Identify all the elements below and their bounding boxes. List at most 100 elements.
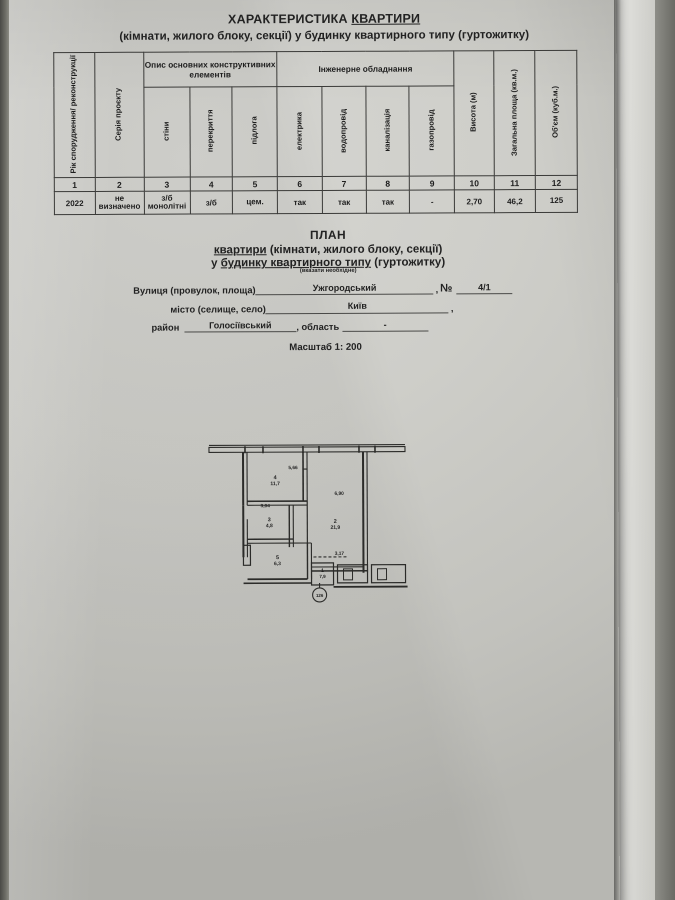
colnum-1: 1 <box>54 177 95 193</box>
scale-label: Масштаб 1: 200 <box>289 342 362 354</box>
room-label-5-id: 5 <box>276 555 279 561</box>
number-label: № <box>440 282 453 295</box>
address-row-street: Вулиця (провулок, площа) Ужгородський , … <box>133 282 617 296</box>
header-cell-water: водопровід <box>321 85 366 177</box>
plan-heading-line2-emphasis: квартири <box>213 244 267 257</box>
page-subtitle: (кімнати, жилого блоку, секції) у будинк… <box>119 29 530 43</box>
page-title-emphasis: КВАРТИРИ <box>351 11 421 26</box>
dimension-label-317: 3,17 <box>335 551 345 557</box>
cell-height: 2,70 <box>454 190 495 214</box>
cell-year: 2022 <box>54 191 95 216</box>
room-label-2-area: 21,9 <box>330 525 340 531</box>
address-row-district: район Голосіївський , область - <box>151 320 617 333</box>
balcony-right <box>370 564 407 584</box>
city-label: місто (селище, село) <box>170 304 266 315</box>
room-label-5-area: 6,3 <box>274 561 281 567</box>
cell-sewage: так <box>365 190 410 214</box>
entrance-door <box>242 545 252 567</box>
room-label-1-id: 1 <box>321 568 324 574</box>
colnum-4: 4 <box>189 177 233 192</box>
cell-gas: - <box>409 190 455 214</box>
cell-series: не визначено <box>94 191 145 215</box>
floor-plan-drawing: 4 11,7 3 4,8 2 21,9 5 6,3 1 7,9 5,66 6,9… <box>6 438 619 626</box>
room-label-2-id: 2 <box>334 519 337 525</box>
cell-electricity: так <box>277 190 323 215</box>
balcony-left-fixture <box>342 568 354 581</box>
header-cell-slab: перекриття <box>189 86 233 178</box>
cell-slab: з/б <box>189 191 233 215</box>
header-cell-volume: Об'єм (куб.м.) <box>535 50 578 176</box>
document-content: ХАРАКТЕРИСТИКА КВАРТИРИ (кімнати, жилого… <box>4 0 619 626</box>
plan-heading-line3-prefix: у <box>211 257 221 270</box>
plan-heading: ПЛАН квартири (кімнати, жилого блоку, се… <box>39 227 617 276</box>
cell-volume: 125 <box>535 189 578 213</box>
page-title: ХАРАКТЕРИСТИКА КВАРТИРИ <box>32 11 616 28</box>
page-gap-shadow <box>614 0 621 900</box>
characteristics-table: Рік спорудження/ реконструкції Серія про… <box>53 50 578 216</box>
cell-total-area: 46,2 <box>494 189 536 214</box>
colnum-11: 11 <box>493 175 536 191</box>
dimension-label-690: 6,90 <box>334 491 344 497</box>
colnum-9: 9 <box>409 176 455 191</box>
dimension-label-304: 3,04 <box>261 504 271 510</box>
city-comma: , <box>450 303 454 314</box>
table-header-row-groups: Рік спорудження/ реконструкції Серія про… <box>53 50 578 179</box>
window-top-mid <box>302 446 320 454</box>
header-group-engineering: Інженерне обладнання <box>276 50 455 87</box>
city-value[interactable]: Київ <box>265 301 449 315</box>
wall-room2-right <box>361 452 365 574</box>
plan-heading-line3-rest: (гуртожитку) <box>370 256 446 270</box>
window-top-right <box>358 446 376 454</box>
cell-floor: цем. <box>232 191 278 215</box>
header-cell-walls: стіни <box>143 86 190 178</box>
room1-outline <box>310 562 335 586</box>
header-cell-total-area: Загальна площа (кв.м.) <box>493 50 536 177</box>
entrance-marker-label: 126 <box>316 593 324 598</box>
address-row-city: місто (селище, село) Київ , <box>170 301 617 314</box>
region-value[interactable]: - <box>342 320 429 333</box>
colnum-6: 6 <box>277 176 323 192</box>
cell-water: так <box>322 190 367 214</box>
colnum-7: 7 <box>322 176 366 191</box>
street-label: Вулиця (провулок, площа) <box>133 285 256 297</box>
page-title-prefix: ХАРАКТЕРИСТИКА <box>228 11 352 27</box>
header-cell-electricity: електрика <box>276 86 323 178</box>
district-label: район <box>151 322 180 334</box>
balcony-left <box>336 564 369 584</box>
plan-heading-note: (вказати необхідне) <box>299 268 357 275</box>
street-value[interactable]: Ужгородський <box>255 283 434 296</box>
dimension-label-566: 5,66 <box>288 465 298 471</box>
number-value[interactable]: 4/1 <box>456 282 513 295</box>
plan-heading-line2-rest: (кімнати, жилого блоку, секції) <box>266 243 443 257</box>
floor-plan-svg: 4 11,7 3 4,8 2 21,9 5 6,3 1 7,9 5,66 6,9… <box>208 444 408 603</box>
colnum-2: 2 <box>94 177 144 192</box>
header-cell-year: Рік спорудження/ реконструкції <box>53 52 95 179</box>
header-cell-gas: газопровід <box>409 85 455 177</box>
room-label-3-area: 4,8 <box>266 524 273 530</box>
wall-top-edge <box>208 444 405 447</box>
region-label: , область <box>296 322 340 333</box>
table-row: 2022 не визначено з/б монолітні з/б цем.… <box>54 189 578 216</box>
balcony-right-fixture <box>376 568 388 581</box>
room-label-4-id: 4 <box>274 475 277 481</box>
header-cell-floor: підлога <box>232 86 278 178</box>
window-top-left <box>244 446 264 454</box>
colnum-10: 10 <box>454 176 495 191</box>
header-group-construction: Опис основних конструктивних елементів <box>143 51 277 87</box>
right-background-strip <box>655 0 675 900</box>
header-cell-sewage: каналізація <box>365 85 410 177</box>
wall-room2-right-inner <box>366 452 369 574</box>
document-page: ХАРАКТЕРИСТИКА КВАРТИРИ (кімнати, жилого… <box>3 0 621 900</box>
room-label-3-id: 3 <box>268 518 271 524</box>
header-cell-series: Серія проєкту <box>94 52 144 178</box>
plan-heading-line1: ПЛАН <box>310 228 347 243</box>
address-block: Вулиця (провулок, площа) Ужгородський , … <box>133 282 617 333</box>
room-label-1-area: 7,9 <box>319 574 326 579</box>
header-cell-height: Висота (м) <box>453 50 494 177</box>
district-value[interactable]: Голосіївський <box>184 320 297 333</box>
room-label-4-area: 11,7 <box>270 481 280 487</box>
characteristics-table-wrapper: Рік спорудження/ реконструкції Серія про… <box>53 50 617 216</box>
colnum-3: 3 <box>143 177 190 192</box>
colnum-5: 5 <box>232 177 278 192</box>
